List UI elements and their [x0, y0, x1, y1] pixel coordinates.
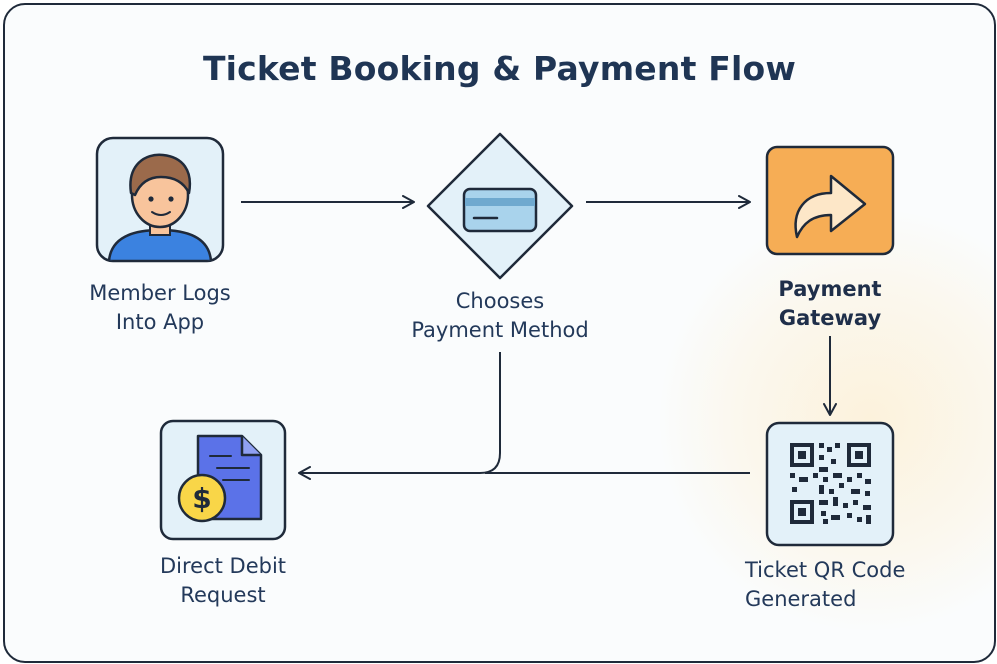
direct-debit-node: $: [159, 419, 287, 541]
payment-gateway-label: Payment Gateway: [730, 275, 930, 333]
ticket-qr-label-line1: Ticket QR Code: [745, 558, 906, 582]
background-glow: [660, 210, 994, 630]
ticket-qr-node: [765, 421, 895, 547]
flow-diagram: $: [95, 132, 895, 547]
payment-method-label-line2: Payment Method: [411, 318, 589, 342]
ticket-qr-label: Ticket QR Code Generated: [745, 556, 915, 614]
user-avatar-icon: [107, 153, 213, 261]
ticket-qr-label-line2: Generated: [745, 587, 857, 611]
member-login-node: [95, 136, 225, 263]
diagram-frame: $ Ticket Booking & Payment Flow Member L…: [3, 3, 996, 663]
member-login-label: Member Logs Into App: [65, 279, 255, 337]
direct-debit-label: Direct Debit Request: [123, 552, 323, 610]
invoice-dollar-icon: $: [177, 434, 263, 523]
share-arrow-icon: [794, 174, 867, 239]
payment-method-node: [426, 132, 574, 280]
direct-debit-label-line1: Direct Debit: [159, 554, 287, 578]
member-login-label-line1: Member Logs: [89, 281, 231, 305]
payment-method-label: Chooses Payment Method: [375, 287, 625, 345]
payment-method-label-line1: Chooses: [455, 289, 545, 313]
arrow-method-to-debit: [298, 352, 501, 480]
page-title: Ticket Booking & Payment Flow: [202, 49, 797, 88]
payment-gateway-label-line1: Payment: [778, 277, 882, 301]
payment-gateway-node: [765, 145, 895, 256]
member-login-label-line2: Into App: [115, 310, 205, 334]
payment-gateway-label-line2: Gateway: [778, 306, 882, 330]
credit-card-icon: [462, 187, 538, 233]
direct-debit-label-line2: Request: [180, 583, 266, 607]
qr-code-icon: [790, 443, 871, 524]
svg-text:$: $: [192, 482, 211, 515]
